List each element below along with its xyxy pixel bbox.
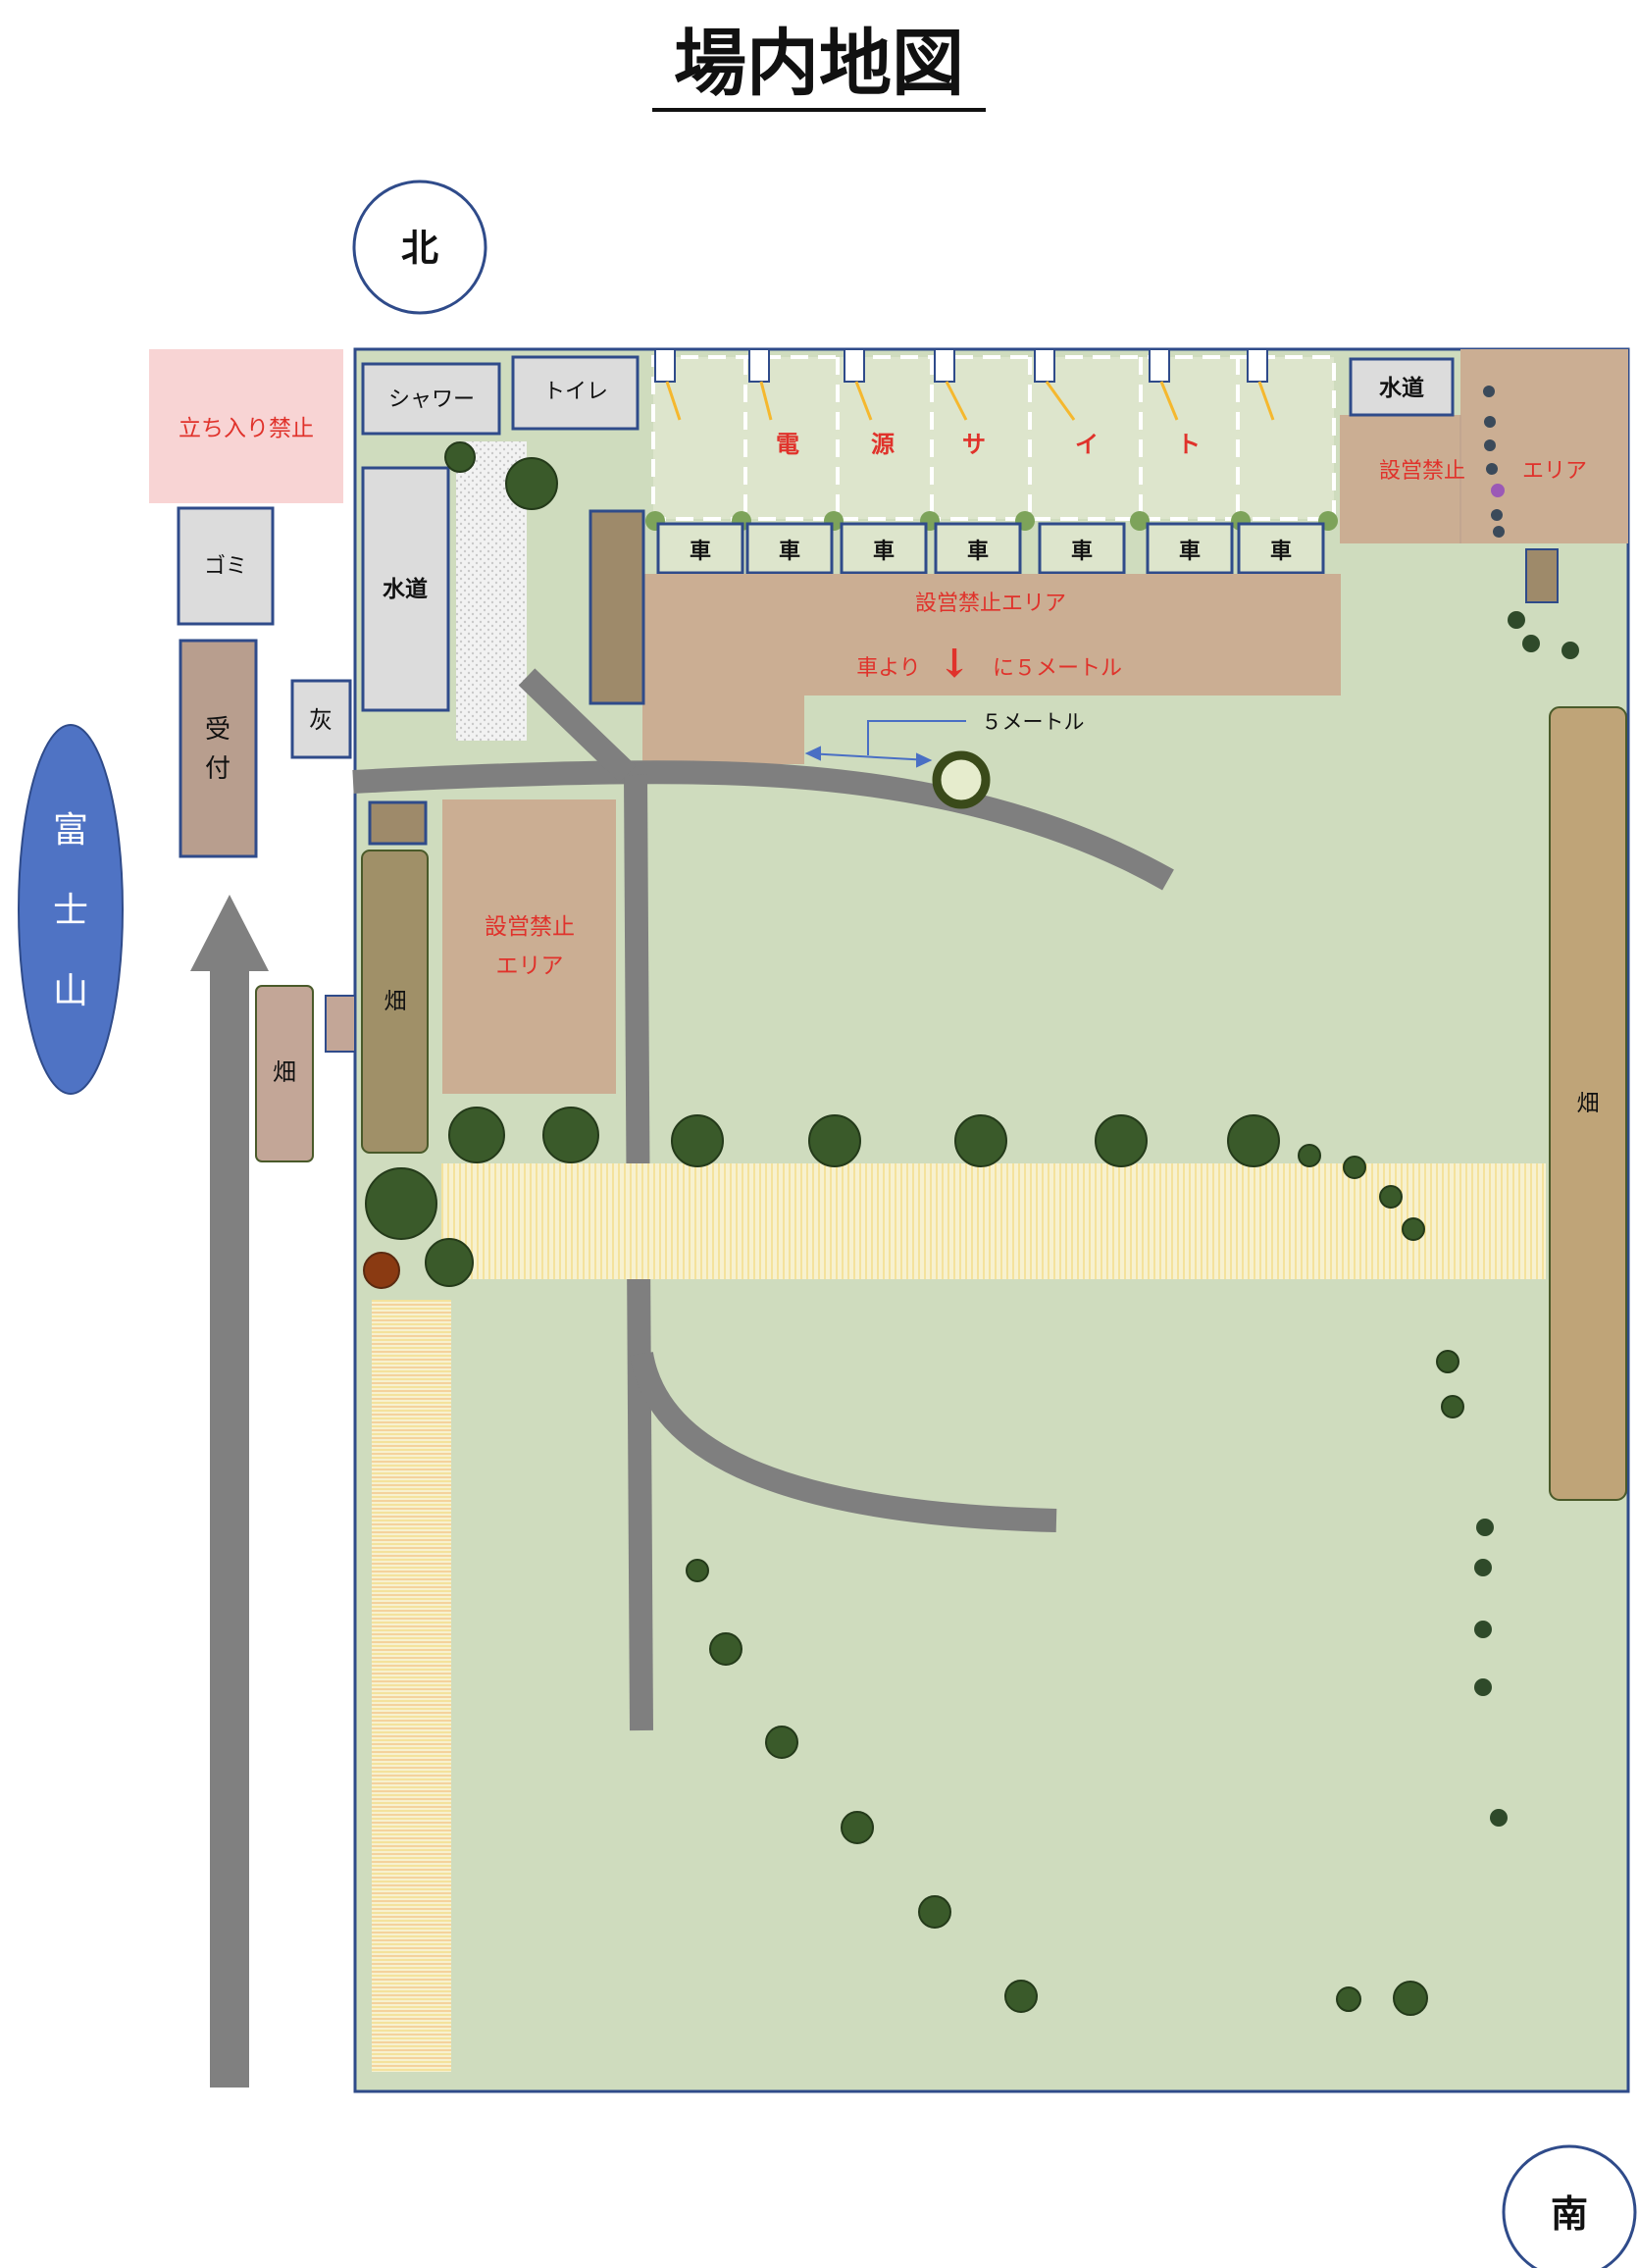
ash-label: 灰 [309, 706, 333, 734]
small-shed-left [368, 800, 428, 846]
trash-area [177, 506, 275, 626]
car-slot-3 [840, 522, 928, 575]
field-right-label: 畑 [1577, 1091, 1600, 1116]
no-camp-zone-right [1340, 415, 1628, 543]
car-label-3: 車 [873, 539, 895, 564]
reception-char-2: 付 [205, 754, 230, 784]
trash-label: ゴミ [204, 554, 247, 579]
power-posts [654, 348, 1268, 383]
trees [365, 441, 1464, 2016]
water-tap-left [361, 466, 450, 712]
power-char-1: 電 [776, 430, 799, 458]
no-entry-label: 立ち入り禁止 [179, 416, 314, 441]
no-entry-zone [149, 349, 343, 503]
no-camp-mid-b: エリア [496, 954, 564, 979]
toilet-building [511, 355, 640, 431]
car-slot-2 [745, 522, 834, 575]
marker-purple [1491, 484, 1505, 497]
car-slot-5 [1038, 522, 1126, 575]
water-tap-left-label: 水道 [383, 576, 428, 602]
stake-line-top [1483, 386, 1505, 538]
field-outside-left-label: 畑 [273, 1058, 296, 1086]
power-char-2: 源 [871, 430, 895, 458]
field-outside-left [255, 985, 314, 1162]
no-camp-right-b: エリア [1522, 459, 1587, 484]
car-label-4: 車 [967, 539, 989, 564]
compass-south: 南 [1502, 2144, 1637, 2268]
field-inner-left-label: 畑 [384, 989, 407, 1014]
power-site-area [651, 355, 1336, 521]
flower-field-vertical [372, 1300, 451, 2072]
shower-building [361, 362, 501, 436]
ash-area [290, 679, 352, 759]
page-title: 場内地図 [674, 22, 964, 106]
car-label-2: 車 [779, 539, 800, 564]
water-tap-right [1349, 357, 1455, 417]
south-label: 南 [1551, 2191, 1588, 2236]
no-camp-zone-right-upper [1460, 349, 1628, 415]
no-camp-zone-mid [442, 799, 616, 1094]
power-cables [665, 381, 1275, 421]
flower-field-horizontal [441, 1163, 1546, 1279]
car-label-1: 車 [690, 539, 711, 564]
car-note-right: に５メートル [993, 656, 1122, 681]
mount-fuji: 富 士 山 [18, 724, 124, 1095]
reception-char-1: 受 [205, 715, 230, 745]
parking-row: 車 車 車 車 車 車 車 [656, 522, 1325, 575]
car-slot-6 [1146, 522, 1234, 575]
stake-dots [1474, 611, 1579, 1827]
distance-indicator [804, 720, 966, 768]
car-slot-7 [1237, 522, 1325, 575]
toilet-label: トイレ [543, 380, 608, 404]
north-label: 北 [401, 226, 438, 270]
power-char-5: ト [1177, 430, 1201, 458]
power-char-3: サ [962, 430, 986, 458]
field-right [1549, 706, 1627, 1501]
mountain-char-2: 士 [53, 891, 88, 931]
entry-arrow [190, 895, 269, 2088]
mountain-char-1: 富 [53, 810, 88, 850]
power-char-4: イ [1075, 430, 1099, 458]
car-slot-1 [656, 522, 744, 575]
no-camp-right-a: 設営禁止 [1379, 459, 1465, 484]
shower-label: シャワー [388, 387, 475, 412]
water-tap-right-label: 水道 [1379, 375, 1424, 401]
tiny-box-left [325, 995, 356, 1053]
mountain-char-3: 山 [53, 971, 88, 1011]
fire-pit [932, 750, 991, 809]
car-label-5: 車 [1071, 539, 1093, 564]
reception-building [179, 639, 258, 858]
no-camp-zone-top-ext [642, 696, 804, 764]
car-label-6: 車 [1179, 539, 1201, 564]
no-camp-zone-top [642, 574, 1341, 696]
no-camp-mid-a: 設営禁止 [485, 914, 575, 940]
compass-north: 北 [352, 180, 487, 315]
car-note-left: 車より [856, 656, 921, 681]
car-note-arrow: ↓ [938, 641, 971, 687]
shed-near-parking [589, 509, 645, 705]
special-tree [363, 1252, 400, 1289]
field-inner-left [361, 850, 429, 1154]
distance-label: ５メートル [982, 710, 1085, 734]
no-camp-top-label: 設営禁止エリア [915, 592, 1066, 616]
car-slot-4 [934, 522, 1022, 575]
small-shed-right [1525, 548, 1559, 603]
car-label-7: 車 [1270, 539, 1292, 564]
